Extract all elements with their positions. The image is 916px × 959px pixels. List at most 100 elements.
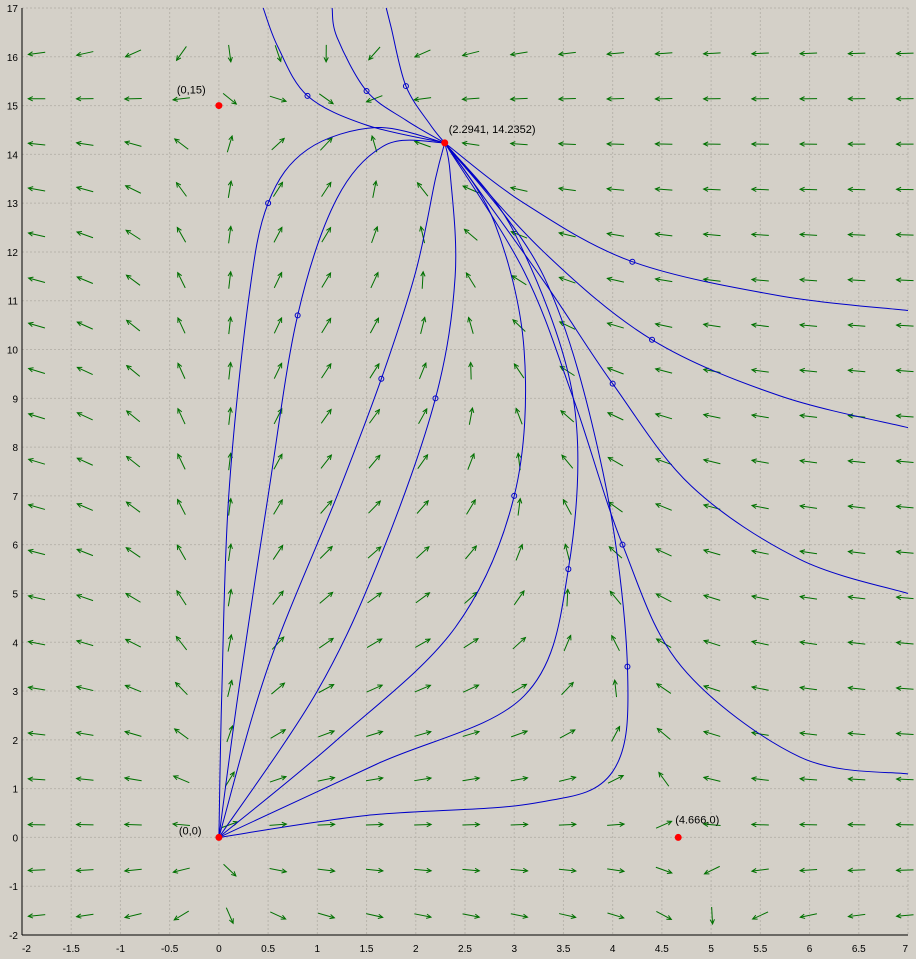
field-arrow — [848, 279, 866, 282]
x-tick-label: -1.5 — [63, 944, 81, 955]
field-arrowhead — [473, 638, 480, 644]
field-arrowhead — [370, 134, 376, 141]
field-arrow — [320, 500, 333, 514]
field-arrowhead — [750, 141, 757, 147]
field-arrowhead — [123, 140, 131, 146]
field-arrowhead — [557, 51, 564, 57]
field-arrow — [175, 682, 188, 696]
field-arrowhead — [798, 96, 805, 102]
y-tick-label: 2 — [12, 736, 18, 747]
field-arrowhead — [847, 277, 854, 283]
field-arrowhead — [326, 317, 332, 324]
field-arrow — [656, 911, 672, 920]
field-arrow — [124, 141, 142, 147]
field-arrowhead — [27, 776, 34, 782]
field-arrowhead — [798, 413, 806, 419]
field-arrow — [656, 683, 672, 694]
trajectory-10 — [444, 142, 909, 429]
field-arrowhead — [176, 226, 182, 233]
field-arrowhead — [177, 407, 183, 414]
field-arrowhead — [474, 867, 481, 874]
field-arrow — [173, 910, 190, 921]
field-arrow — [465, 545, 477, 560]
field-arrowhead — [426, 867, 433, 874]
field-arrowhead — [798, 277, 805, 283]
field-arrowhead — [413, 52, 420, 58]
field-arrow — [462, 777, 480, 782]
field-arrow — [228, 498, 232, 516]
field-arrow — [177, 363, 186, 379]
field-arrow — [465, 272, 476, 288]
field-arrow — [28, 51, 46, 55]
field-arrow — [511, 275, 527, 286]
field-arrowhead — [666, 820, 673, 826]
field-arrow — [800, 188, 818, 191]
field-arrowhead — [75, 230, 83, 236]
field-arrow — [751, 777, 769, 781]
field-arrowhead — [709, 919, 715, 926]
field-arrowhead — [373, 225, 379, 232]
equilibrium-point — [441, 139, 449, 147]
field-arrow — [611, 635, 620, 652]
field-arrow — [703, 594, 721, 601]
field-arrowhead — [75, 730, 82, 736]
trajectory-marker — [294, 312, 301, 319]
field-arrowhead — [175, 181, 182, 188]
y-tick-label: 0 — [12, 833, 18, 844]
field-arrowhead — [172, 775, 179, 781]
field-arrow — [126, 274, 141, 286]
field-arrowhead — [666, 915, 673, 921]
field-arrowhead — [799, 594, 806, 600]
field-arrowhead — [125, 410, 132, 416]
field-arrow — [175, 636, 188, 651]
field-arrowhead — [376, 638, 383, 644]
field-arrowhead — [570, 775, 577, 781]
y-tick-label: 8 — [12, 443, 18, 454]
field-arrow — [269, 868, 287, 873]
field-arrowhead — [172, 868, 179, 874]
field-arrowhead — [326, 499, 333, 506]
field-arrowhead — [750, 458, 757, 464]
field-arrowhead — [75, 639, 82, 645]
field-arrow — [222, 93, 237, 105]
field-arrowhead — [75, 685, 82, 691]
field-arrowhead — [327, 137, 333, 143]
field-arrow — [607, 412, 624, 421]
field-arrowhead — [280, 775, 288, 781]
field-arrowhead — [425, 684, 432, 690]
field-arrowhead — [654, 276, 661, 283]
field-arrow — [76, 913, 94, 918]
field-arrowhead — [278, 590, 284, 597]
field-arrowhead — [27, 913, 34, 919]
field-arrowhead — [467, 316, 473, 323]
field-arrow — [76, 640, 94, 647]
field-arrow — [462, 142, 480, 146]
field-arrow — [468, 317, 474, 334]
field-arrow — [76, 231, 94, 239]
field-arrow — [655, 820, 672, 829]
field-arrow — [560, 410, 575, 423]
trajectory-4 — [218, 142, 457, 838]
field-arrowhead — [750, 868, 757, 874]
field-arrow — [558, 232, 576, 238]
field-arrow — [559, 276, 576, 284]
field-arrowhead — [277, 362, 283, 369]
field-arrowhead — [750, 730, 757, 736]
y-tick-label: 16 — [7, 53, 19, 64]
field-arrowhead — [461, 140, 468, 147]
field-arrowhead — [557, 186, 564, 192]
field-arrowhead — [605, 141, 612, 147]
field-arrowhead — [654, 367, 661, 373]
field-arrowhead — [368, 54, 374, 61]
field-arrow — [462, 868, 480, 872]
field-arrowhead — [75, 913, 82, 919]
field-arrowhead — [465, 272, 471, 279]
field-arrow — [318, 93, 334, 105]
field-arrow — [172, 97, 190, 101]
field-arrowhead — [378, 867, 385, 874]
field-arrow — [655, 503, 672, 511]
field-arrow — [462, 97, 480, 100]
field-arrowhead — [413, 140, 420, 146]
field-arrow — [848, 641, 866, 645]
